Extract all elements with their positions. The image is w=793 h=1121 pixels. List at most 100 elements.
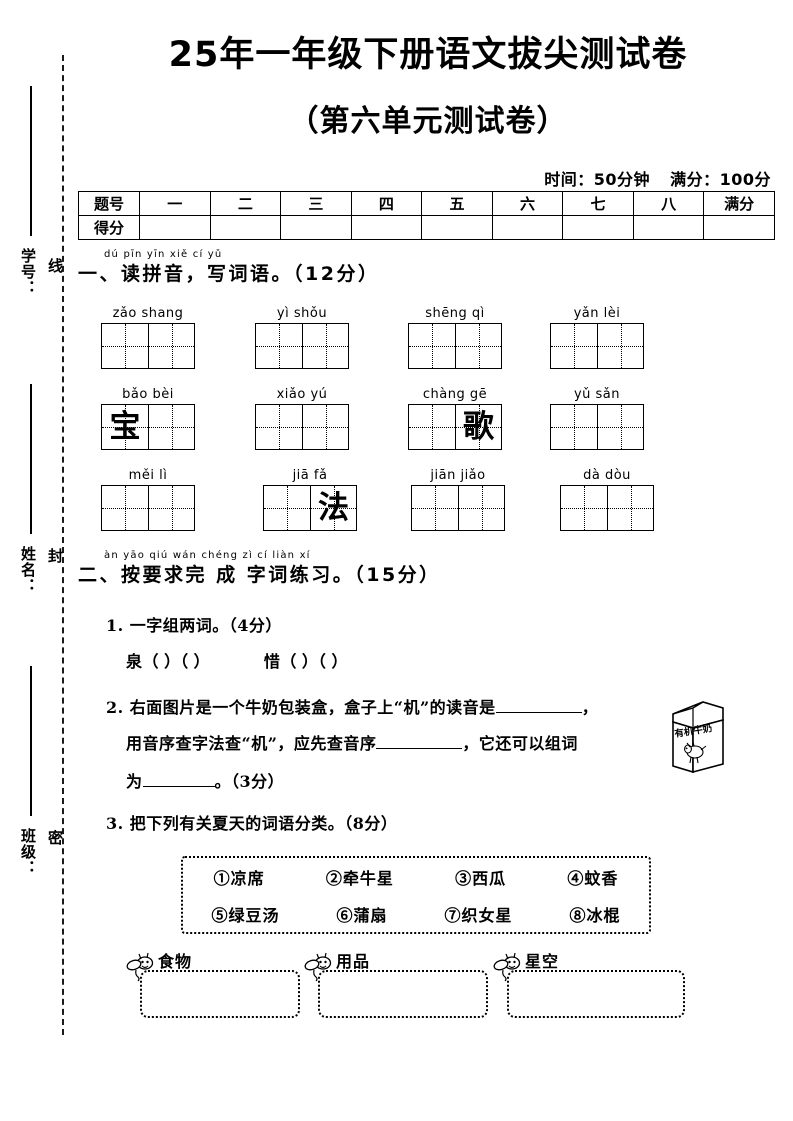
filled-char	[303, 405, 348, 449]
category-answer-box-sky[interactable]	[507, 970, 685, 1018]
section-2-pinyin: àn yāo qiú wán chéng zì cí liàn xí	[104, 550, 311, 561]
q2-blank-2[interactable]	[376, 731, 463, 749]
name-label: 姓名：	[19, 546, 37, 594]
tianzige-cell: 法	[310, 486, 356, 530]
score-cell-6[interactable]	[491, 215, 564, 240]
tianzige-6[interactable]	[255, 404, 349, 450]
pinyin-grid-item-8: yǔ sǎn	[550, 387, 644, 450]
section-1-title: 一、读拼音，写词语。（12分）	[78, 263, 380, 285]
paren-group-a[interactable]: （ ）（ ）	[142, 652, 210, 671]
pinyin-label-9: měi lì	[128, 468, 168, 483]
filled-char	[102, 486, 148, 530]
milk-carton-image: 有机牛奶	[663, 692, 733, 782]
filled-char	[456, 324, 501, 368]
score-col-total: 满分	[703, 191, 775, 216]
tianzige-cell	[148, 405, 194, 449]
question-2-1-prompt: 1. 一字组两词。（4分）	[106, 616, 282, 635]
tianzige-cell	[148, 486, 194, 530]
score-col-8: 八	[632, 191, 705, 216]
tianzige-3[interactable]	[408, 323, 502, 369]
score-cell-7[interactable]	[562, 215, 634, 240]
category-answer-box-food[interactable]	[140, 970, 300, 1018]
question-2-2-line-3: 为。（3分）	[126, 768, 284, 792]
tianzige-10[interactable]: 法	[263, 485, 357, 531]
page-title: 25年一年级下册语文拔尖测试卷	[168, 35, 688, 75]
section-1-pinyin: dú pīn yīn xiě cí yǔ	[104, 249, 223, 260]
seal-char-mi: 密	[46, 830, 64, 845]
score-cell-8[interactable]	[632, 215, 705, 240]
question-2-2-line-2: 用音序查字法查“机”，应先查音序，它还可以组词	[126, 730, 578, 754]
bee-icon	[493, 952, 521, 982]
tianzige-cell	[412, 486, 458, 530]
q2-text-b: 用音序查字法查“机”，应先查音序	[126, 734, 377, 753]
pinyin-grid-item-5: bǎo bèi 宝	[101, 387, 195, 450]
sealing-margin: 学号： 姓名： 班级： 线 封 密	[0, 0, 78, 1121]
tianzige-cell	[148, 324, 194, 368]
tianzige-8[interactable]	[550, 404, 644, 450]
word-bank-item-6: ⑥蒲扇	[336, 905, 388, 925]
tianzige-cell	[455, 324, 501, 368]
tianzige-cell	[551, 405, 597, 449]
tianzige-cell	[302, 324, 348, 368]
tianzige-11[interactable]	[411, 485, 505, 531]
score-cell-1[interactable]	[139, 215, 211, 240]
score-col-4: 四	[350, 191, 423, 216]
score-cell-4[interactable]	[350, 215, 423, 240]
q2-blank-3[interactable]	[142, 769, 215, 787]
filled-char	[149, 324, 194, 368]
paren-group-b[interactable]: （ ）（ ）	[280, 652, 348, 671]
pinyin-label-4: yǎn lèi	[573, 306, 621, 321]
page-subtitle: （第六单元测试卷）	[288, 104, 568, 139]
seal-char-xian: 线	[46, 258, 64, 273]
time-limit-label: 时间：50分钟	[544, 170, 651, 189]
score-col-2: 二	[209, 191, 282, 216]
bee-icon	[304, 952, 332, 982]
pinyin-grid-item-12: dà dòu	[560, 468, 654, 531]
score-cell-3[interactable]	[280, 215, 352, 240]
tianzige-12[interactable]	[560, 485, 654, 531]
word-bank: ①凉席 ②牵牛星 ③西瓜 ④蚊香 ⑤绿豆汤 ⑥蒲扇 ⑦织女星 ⑧冰棍	[181, 856, 651, 934]
score-cell-5[interactable]	[421, 215, 493, 240]
word-bank-item-3: ③西瓜	[455, 868, 507, 888]
tianzige-9[interactable]	[101, 485, 195, 531]
tianzige-1[interactable]	[101, 323, 195, 369]
score-table-row-label-1: 得分	[78, 215, 140, 240]
seal-char-feng: 封	[46, 548, 64, 563]
category-group-food: 食物	[126, 948, 306, 1018]
tianzige-cell	[409, 405, 455, 449]
carton-label-text: 有机牛奶	[674, 722, 714, 740]
category-label-goods: 用品	[336, 952, 371, 971]
tianzige-5[interactable]: 宝	[101, 404, 195, 450]
score-cell-2[interactable]	[209, 215, 282, 240]
filled-char	[149, 486, 194, 530]
filled-char: 法	[318, 489, 349, 526]
q2-blank-1[interactable]	[495, 695, 582, 713]
filled-char	[149, 405, 194, 449]
category-answer-box-goods[interactable]	[318, 970, 488, 1018]
tianzige-cell	[458, 486, 504, 530]
tianzige-4[interactable]	[550, 323, 644, 369]
pinyin-grid-item-1: zǎo shang	[101, 306, 195, 369]
filled-char	[256, 405, 302, 449]
filled-char	[551, 324, 597, 368]
score-cell-total[interactable]	[703, 215, 775, 240]
student-id-label: 学号：	[19, 248, 37, 296]
filled-char	[608, 486, 653, 530]
tianzige-cell	[302, 405, 348, 449]
filled-char	[303, 324, 348, 368]
pinyin-grid-item-2: yì shǒu	[255, 306, 349, 369]
category-label-food: 食物	[158, 952, 193, 971]
score-col-5: 五	[421, 191, 493, 216]
word-bank-item-7: ⑦织女星	[444, 905, 513, 925]
q2-text-a2: ，	[581, 698, 599, 717]
tianzige-7[interactable]: 歌	[408, 404, 502, 450]
sealing-dashed-line	[62, 55, 64, 1035]
pinyin-grid-item-3: shēng qì	[408, 306, 502, 369]
pinyin-grid-item-9: měi lì	[101, 468, 195, 531]
bee-icon	[126, 952, 154, 982]
filled-char	[412, 486, 458, 530]
pinyin-label-1: zǎo shang	[112, 306, 184, 321]
tianzige-2[interactable]	[255, 323, 349, 369]
total-points-label: 满分：100分	[670, 170, 771, 189]
tianzige-cell	[256, 405, 302, 449]
